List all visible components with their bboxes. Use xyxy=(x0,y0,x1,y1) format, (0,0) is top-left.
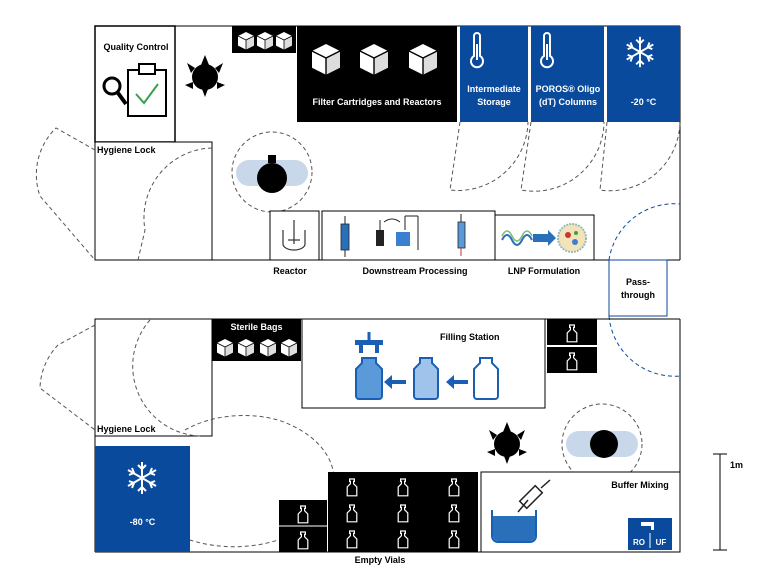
poros-columns-label: POROS® Oligo (dT) Columns xyxy=(535,84,601,107)
ro-label: RO xyxy=(633,538,645,547)
bottle-icon xyxy=(473,357,499,400)
syringe-icon xyxy=(517,479,551,513)
robot-icon xyxy=(185,55,225,97)
vial-rack xyxy=(547,319,597,345)
filter-cartridges-area xyxy=(297,26,457,122)
hygiene-lock-bottom-label: Hygiene Lock xyxy=(97,424,156,434)
bottle-icon xyxy=(413,357,439,400)
filling-station-label: Filling Station xyxy=(440,332,500,342)
cabinet-door-swings xyxy=(449,121,681,192)
hygiene-lock-bottom xyxy=(94,318,213,437)
clipboard-check-icon xyxy=(127,63,167,117)
hygiene-lock-top xyxy=(94,141,213,261)
magnifier-icon xyxy=(102,76,128,106)
pass-through-door-swings xyxy=(608,203,681,377)
intermediate-storage-label: Intermediate Storage xyxy=(467,84,521,107)
arrow-icon xyxy=(384,375,406,389)
reactor-label: Reactor xyxy=(273,266,307,276)
bottle-icon xyxy=(355,332,383,400)
filter-cartridges-label: Filter Cartridges and Reactors xyxy=(312,97,442,107)
empty-vials-rack xyxy=(328,472,478,552)
pass-through-label: Pass-through xyxy=(621,277,655,300)
arrow-icon xyxy=(533,230,556,246)
pass-through-hatch xyxy=(608,259,668,317)
freezer-80-cabinet xyxy=(95,446,190,552)
scale-label: 1m xyxy=(730,460,744,470)
freezer-80-label: -80 °C xyxy=(129,517,156,527)
downstream-label: Downstream Processing xyxy=(362,266,468,276)
freezer-20-cabinet xyxy=(607,26,680,122)
robot-icon xyxy=(487,422,527,464)
empty-vials-label: Empty Vials xyxy=(354,555,406,565)
faucet-icon xyxy=(641,522,654,530)
sterile-bags-label: Sterile Bags xyxy=(230,322,283,332)
freezer-20-label: -20 °C xyxy=(630,97,657,107)
column-icon xyxy=(457,214,466,256)
quality-control-label: Quality Control xyxy=(103,42,169,52)
intermediate-storage-cabinet xyxy=(460,26,528,122)
reactor-icon xyxy=(282,220,306,251)
arrow-icon xyxy=(446,375,468,389)
lipid-nanoparticle-icon xyxy=(557,223,587,253)
mixer-bottom xyxy=(561,403,643,485)
buffer-mixing-label: Buffer Mixing xyxy=(611,480,669,490)
beaker-icon xyxy=(491,510,537,543)
scale-bar xyxy=(713,453,727,551)
chromatography-setup-icon xyxy=(376,215,419,250)
hygiene-lock-top-label: Hygiene Lock xyxy=(97,145,156,155)
mixer-top xyxy=(231,131,313,213)
column-icon xyxy=(340,216,350,257)
vial-rack xyxy=(547,347,597,373)
lnp-label: LNP Formulation xyxy=(507,266,581,276)
hygiene-lock-door-swings xyxy=(35,127,213,261)
hygiene-lock-door-swings xyxy=(39,319,335,548)
uf-label: UF xyxy=(655,538,667,547)
rna-icon xyxy=(501,230,533,246)
